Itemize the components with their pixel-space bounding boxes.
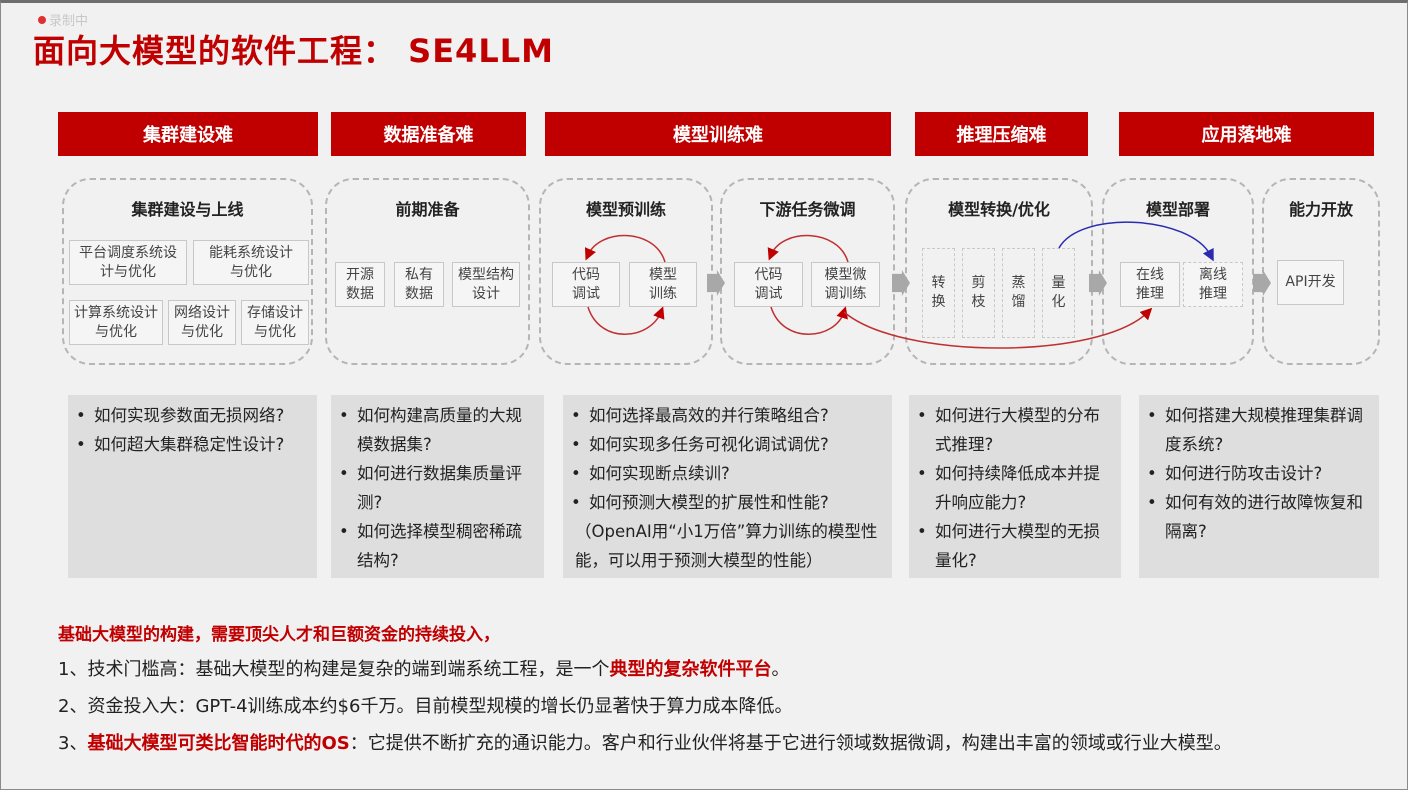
item-box: 代码调试: [734, 262, 803, 307]
stage-title: 模型预训练: [585, 200, 666, 219]
header-cluster: 集群建设难: [58, 112, 318, 156]
item-box: 模型微调训练: [811, 262, 880, 307]
header-inference: 推理压缩难: [915, 112, 1088, 156]
stage-data: [325, 178, 530, 365]
item-box: API开发: [1277, 260, 1344, 305]
summary-emphasis: 典型的复杂软件平台: [609, 659, 772, 680]
question-item: 如何进行数据集质量评测?: [339, 459, 536, 517]
record-dot-icon: [38, 15, 46, 24]
stage-deploy: [1102, 178, 1254, 365]
item-box: 代码调试: [552, 262, 620, 307]
summary-emphasis: 基础大模型可类比智能时代的OS: [87, 733, 350, 754]
question-item: 如何实现断点续训?: [571, 459, 884, 488]
item-box: 离线推理: [1183, 262, 1243, 307]
question-item: 如何实现多任务可视化调试调优?: [571, 430, 884, 459]
summary-heading: 基础大模型的构建，需要顶尖人才和巨额资金的持续投入，: [58, 625, 500, 645]
flow-arrows: [584, 221, 1214, 349]
header-training: 模型训练难: [545, 112, 891, 156]
question-item: 如何构建高质量的大规模数据集?: [339, 401, 536, 459]
item-box: 蒸馏: [1002, 248, 1035, 338]
stage-finetune: [720, 178, 895, 365]
chevron-right-icon: [1089, 270, 1107, 296]
recording-indicator: 录制中: [38, 10, 88, 29]
header-application: 应用落地难: [1119, 112, 1374, 156]
question-item: 如何实现参数面无损网络?: [76, 401, 309, 430]
questions-application: 如何搭建大规模推理集群调度系统? 如何进行防攻击设计? 如何有效的进行故障恢复和…: [1139, 395, 1379, 578]
stage-title: 能力开放: [1288, 200, 1353, 219]
stage-title: 集群建设与上线: [131, 200, 244, 219]
question-item: 如何超大集群稳定性设计?: [76, 430, 309, 459]
summary-text: 。: [771, 659, 790, 680]
stage-title: 前期准备: [395, 200, 460, 219]
questions-inference: 如何进行大模型的分布式推理? 如何持续降低成本并提升响应能力? 如何进行大模型的…: [909, 395, 1121, 578]
item-box: 平台调度系统设计与优化: [69, 240, 187, 285]
question-item: 如何选择最高效的并行策略组合?: [571, 401, 884, 430]
item-box: 私有数据: [394, 262, 444, 307]
item-box: 网络设计与优化: [168, 300, 236, 345]
question-item: 如何选择模型稠密稀疏结构?: [339, 517, 536, 575]
slide-title: 面向大模型的软件工程： SE4LLM: [33, 32, 554, 70]
item-box: 开源数据: [335, 262, 385, 307]
summary-text: 1、技术门槛高：基础大模型的构建是复杂的端到端系统工程，是一个: [58, 659, 610, 680]
question-item: 如何预测大模型的扩展性和性能?: [571, 488, 884, 517]
question-item: 如何有效的进行故障恢复和隔离?: [1147, 488, 1371, 546]
loop-arrow-bottom: [587, 306, 665, 335]
summary-text: 3、: [58, 733, 88, 754]
item-box: 模型结构设计: [452, 262, 520, 307]
item-box: 剪枝: [962, 248, 995, 338]
question-item: 如何搭建大规模推理集群调度系统?: [1147, 401, 1371, 459]
stage-title: 模型转换/优化: [948, 200, 1050, 219]
summary-text: ：它提供不断扩充的通识能力。客户和行业伙伴将基于它进行领域数据微调，构建出丰富的…: [349, 733, 1232, 754]
question-item: 如何进行大模型的无损量化?: [917, 517, 1113, 575]
loop-arrow-top: [767, 234, 849, 263]
loop-arrow-top: [584, 234, 666, 263]
stage-title: 模型部署: [1145, 200, 1210, 219]
questions-cluster: 如何实现参数面无损网络? 如何超大集群稳定性设计?: [68, 395, 317, 578]
chevron-right-icon: [707, 270, 725, 296]
item-box: 存储设计与优化: [241, 300, 309, 345]
stage-cluster: [62, 178, 313, 365]
questions-data: 如何构建高质量的大规模数据集? 如何进行数据集质量评测? 如何选择模型稠密稀疏结…: [331, 395, 544, 578]
quantize-to-offline-arrow: [1058, 221, 1214, 262]
questions-training: 如何选择最高效的并行策略组合? 如何实现多任务可视化调试调优? 如何实现断点续训…: [563, 395, 892, 578]
question-item: 如何进行防攻击设计?: [1147, 459, 1371, 488]
question-item: 如何进行大模型的分布式推理?: [917, 401, 1113, 459]
chevron-right-icon: [892, 270, 910, 296]
stage-title: 下游任务微调: [759, 200, 856, 219]
item-box: 转换: [922, 248, 955, 338]
loop-arrow-bottom: [770, 306, 848, 335]
header-data: 数据准备难: [331, 112, 526, 156]
summary-point-3: 3、基础大模型可类比智能时代的OS：它提供不断扩充的通识能力。客户和行业伙伴将基…: [58, 729, 1232, 755]
item-box: 计算系统设计与优化: [69, 300, 163, 345]
recording-label: 录制中: [49, 14, 89, 29]
summary-point-1: 1、技术门槛高：基础大模型的构建是复杂的端到端系统工程，是一个典型的复杂软件平台…: [58, 655, 789, 681]
item-box: 能耗系统设计与优化: [193, 240, 309, 285]
item-box: 量化: [1042, 248, 1075, 338]
stage-convert: [905, 178, 1093, 365]
finetune-to-online-arrow: [843, 307, 1153, 349]
summary-point-2: 2、资金投入大：GPT-4训练成本约$6千万。目前模型规模的增长仍显著快于算力成…: [58, 696, 793, 717]
chevron-right-icon: [1253, 270, 1271, 296]
question-item: 如何持续降低成本并提升响应能力?: [917, 459, 1113, 517]
training-note: （OpenAI用“小1万倍”算力训练的模型性能，可以用于预测大模型的性能）: [575, 522, 878, 570]
stage-pretrain: [539, 178, 713, 365]
item-box: 在线推理: [1120, 262, 1180, 307]
